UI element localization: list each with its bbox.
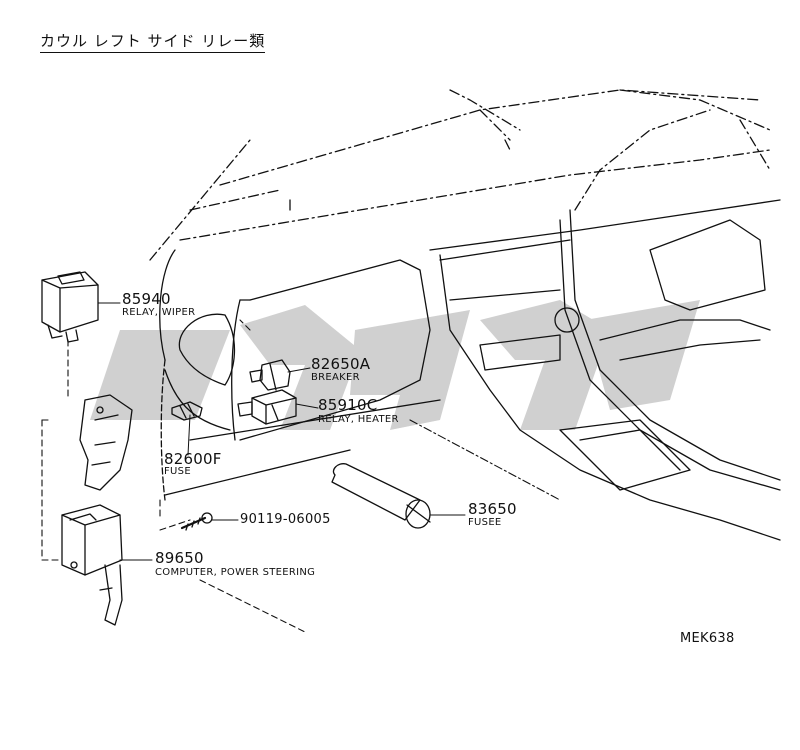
part-number-82650a: 82650A bbox=[311, 355, 371, 373]
relay-wiper-part bbox=[41, 271, 99, 343]
part-number-90119-06005: 90119-06005 bbox=[240, 512, 331, 527]
part-number-85910c: 85910C bbox=[318, 396, 378, 414]
watermark-logo bbox=[90, 300, 700, 430]
part-desc-computer-power-steering: COMPUTER, POWER STEERING bbox=[155, 567, 316, 578]
part-number-85940: 85940 bbox=[122, 290, 171, 308]
dashboard-outline bbox=[149, 89, 771, 261]
screw-part bbox=[180, 512, 213, 531]
computer-power-steering-part bbox=[61, 504, 123, 626]
fusee-part bbox=[331, 463, 431, 529]
leader-lines bbox=[41, 319, 561, 633]
part-desc-relay-wiper: RELAY, WIPER bbox=[122, 307, 196, 318]
diagram-title: カウル レフト サイド リレー類 bbox=[40, 30, 266, 53]
dashboard-panel bbox=[159, 199, 781, 541]
part-number-82600f: 82600F bbox=[164, 450, 222, 468]
part-desc-fusee: FUSEE bbox=[468, 517, 502, 528]
relay-heater-part bbox=[237, 389, 297, 425]
part-desc-breaker: BREAKER bbox=[311, 372, 360, 383]
part-number-83650: 83650 bbox=[468, 500, 517, 518]
label-pointers bbox=[97, 302, 466, 561]
part-number-89650: 89650 bbox=[155, 549, 204, 567]
diagram-code: MEK638 bbox=[680, 631, 735, 646]
breaker-part bbox=[249, 359, 291, 391]
part-desc-relay-heater: RELAY, HEATER bbox=[318, 414, 399, 425]
part-desc-fuse: FUSE bbox=[164, 466, 191, 477]
bracket-part bbox=[79, 394, 133, 491]
fuse-part bbox=[171, 401, 203, 421]
